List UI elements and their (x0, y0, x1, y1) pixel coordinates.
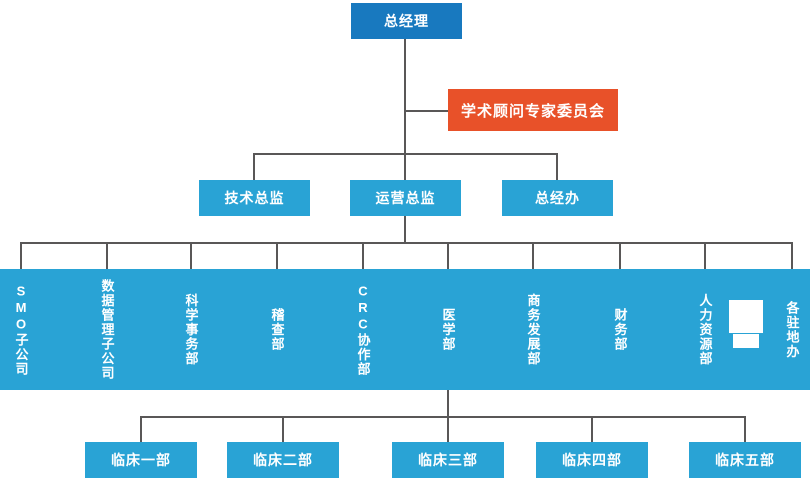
connector-drop-office (556, 153, 558, 180)
connector-drop-dept-6 (447, 242, 449, 270)
node-label: 临床四部 (562, 452, 622, 468)
node-operations-director: 运营总监 (350, 180, 461, 216)
node-clinical-dept-2: 临床二部 (227, 442, 339, 478)
department-column: SMO子公司 (13, 283, 29, 376)
department-column: CRC协作部 (355, 283, 371, 376)
department-column: 财务部 (612, 307, 628, 352)
department-column: 人力资源部 (697, 293, 713, 366)
connector-drop-dept-9 (704, 242, 706, 270)
department-column: 数据管理子公司 (99, 278, 115, 381)
node-clinical-dept-3: 临床三部 (392, 442, 504, 478)
node-label: 临床三部 (418, 452, 478, 468)
department-column: 科学事务部 (183, 293, 199, 366)
node-label: 运营总监 (375, 190, 436, 206)
node-label: 总经理 (384, 13, 429, 29)
node-label: 临床一部 (111, 452, 171, 468)
connector-drop-dept-1 (20, 242, 22, 270)
node-clinical-dept-4: 临床四部 (536, 442, 648, 478)
node-clinical-dept-1: 临床一部 (85, 442, 197, 478)
node-label: 技术总监 (224, 190, 285, 206)
connector-advisory-branch (405, 110, 448, 112)
node-clinical-dept-5: 临床五部 (689, 442, 801, 478)
department-column: 医学部 (440, 307, 456, 352)
department-column: 稽查部 (269, 307, 285, 352)
connector-drop-clinical-2 (282, 416, 284, 442)
white-block-large (729, 300, 763, 333)
connector-drop-technical (253, 153, 255, 180)
node-label: 临床二部 (253, 452, 313, 468)
connector-drop-dept-7 (532, 242, 534, 270)
node-gm-office: 总经办 (502, 180, 613, 216)
node-technical-director: 技术总监 (199, 180, 310, 216)
connector-drop-dept-5 (362, 242, 364, 270)
white-block-small (733, 334, 759, 348)
node-general-manager: 总经理 (351, 3, 462, 39)
connector-root-trunk (404, 39, 406, 155)
connector-drop-dept-10 (791, 242, 793, 270)
connector-drop-clinical-1 (140, 416, 142, 442)
department-column: 各驻地办 (784, 300, 800, 359)
node-advisory-committee: 学术顾问专家委员会 (448, 89, 618, 131)
connector-medical-trunk (447, 390, 449, 418)
connector-drop-clinical-5 (744, 416, 746, 442)
connector-drop-dept-8 (619, 242, 621, 270)
connector-operations-trunk (404, 216, 406, 243)
connector-drop-operations (404, 153, 406, 180)
node-label: 学术顾问专家委员会 (460, 102, 605, 120)
connector-drop-dept-4 (276, 242, 278, 270)
connector-drop-dept-2 (106, 242, 108, 270)
department-column: 商务发展部 (525, 293, 541, 366)
node-label: 临床五部 (715, 452, 775, 468)
node-label: 总经办 (535, 190, 580, 206)
connector-directors-rail (254, 153, 558, 155)
connector-drop-clinical-3 (447, 416, 449, 442)
connector-drop-clinical-4 (591, 416, 593, 442)
connector-departments-rail (20, 242, 793, 244)
connector-clinical-rail (140, 416, 746, 418)
connector-drop-dept-3 (190, 242, 192, 270)
departments-band: SMO子公司 数据管理子公司 科学事务部 稽查部 CRC协作部 医学部 商务发展… (0, 269, 810, 390)
